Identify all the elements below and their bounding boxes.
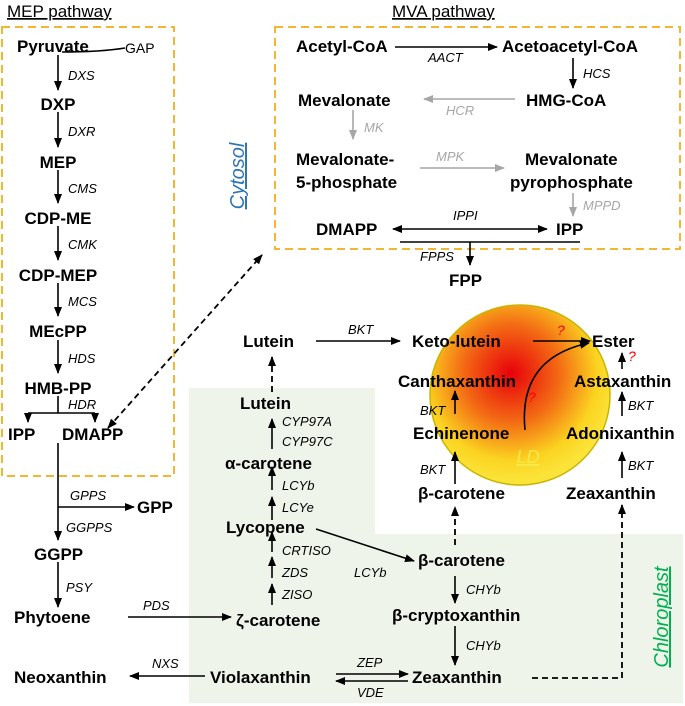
enzyme-hcs: HCS	[583, 66, 611, 81]
enzyme-crtiso: CRTISO	[282, 543, 331, 558]
metabolite-acetoacetyl-coa: Acetoacetyl-CoA	[502, 37, 638, 56]
enzyme-aact: AACT	[427, 50, 464, 65]
enzyme-bkt-echinenone: BKT	[420, 462, 446, 477]
metabolite-mep: MEP	[40, 153, 77, 172]
metabolite-ggpp: GGPP	[34, 545, 83, 564]
metabolite-mevalonate-5-phosphate-line2: 5-phosphate	[296, 173, 397, 192]
metabolite-beta-carotene-ld: β-carotene	[418, 484, 505, 503]
enzyme-hdr: HDR	[68, 397, 96, 412]
enzyme-nxs: NXS	[152, 656, 179, 671]
metabolite-cdp-me: CDP-ME	[24, 209, 91, 228]
metabolite-ester: Ester	[592, 332, 635, 351]
metabolite-neoxanthin: Neoxanthin	[14, 668, 107, 687]
enzyme-bkt-canthaxanthin: BKT	[420, 403, 446, 418]
metabolite-zeaxanthin: Zeaxanthin	[412, 668, 502, 687]
metabolite-mevalonate: Mevalonate	[298, 91, 391, 110]
enzyme-cms: CMS	[68, 181, 97, 196]
enzyme-chyb-1: CHYb	[466, 582, 501, 597]
question-mark-keto-lutein-ester: ?	[557, 322, 565, 338]
enzyme-dxr: DXR	[68, 124, 95, 139]
enzyme-cmk: CMK	[68, 237, 98, 252]
metabolite-violaxanthin: Violaxanthin	[210, 668, 311, 687]
enzyme-fpps: FPPS	[420, 249, 454, 264]
enzyme-psy: PSY	[66, 580, 93, 595]
enzyme-ziso: ZISO	[281, 587, 312, 602]
ld-label: LD	[516, 447, 539, 467]
question-mark-echinenone-ester: ?	[528, 389, 536, 405]
metabolite-dmapp-mep: DMAPP	[62, 425, 123, 444]
metabolite-echinenone: Echinenone	[413, 424, 509, 443]
enzyme-bkt-adonixanthin: BKT	[628, 458, 654, 473]
metabolite-lycopene: Lycopene	[226, 518, 305, 537]
mva-header: MVA pathway	[392, 2, 495, 21]
enzyme-lyce: LCYe	[282, 500, 314, 515]
enzyme-cyp97c: CYP97C	[282, 434, 333, 449]
enzyme-cyp97a: CYP97A	[282, 414, 332, 429]
metabolite-mevalonate-pyrophosphate: Mevalonate	[525, 150, 618, 169]
enzyme-vde: VDE	[357, 685, 384, 700]
enzyme-pds: PDS	[143, 598, 170, 613]
enzyme-zds: ZDS	[281, 565, 308, 580]
metabolite-fpp: FPP	[449, 271, 482, 290]
enzyme-mk: MK	[364, 120, 385, 135]
metabolite-hmb-pp: HMB-PP	[24, 379, 91, 398]
enzyme-ippi: IPPI	[453, 208, 478, 223]
cytosol-label: Cytosol	[227, 142, 249, 209]
question-mark-astaxanthin-ester: ?	[628, 348, 636, 364]
metabolite-gpp: GPP	[137, 498, 173, 517]
chloroplast-region	[189, 388, 683, 703]
chloroplast-label: Chloroplast	[651, 565, 673, 668]
metabolite-alpha-carotene: α-carotene	[225, 454, 312, 473]
mep-plastid-box	[1, 26, 175, 477]
mep-header: MEP pathway	[7, 2, 112, 21]
metabolite-dxp: DXP	[41, 95, 76, 114]
enzyme-chyb-2: CHYb	[466, 638, 501, 653]
metabolite-gap: GAP	[125, 40, 155, 56]
metabolite-zeaxanthin-ld: Zeaxanthin	[566, 484, 656, 503]
enzyme-hcr: HCR	[446, 103, 474, 118]
metabolite-canthaxanthin: Canthaxanthin	[398, 372, 516, 391]
metabolite-beta-carotene: β-carotene	[418, 551, 505, 570]
enzyme-mppd: MPPD	[583, 198, 621, 213]
metabolite-lutein-chloroplast: Lutein	[240, 394, 291, 413]
metabolite-pyruvate: Pyruvate	[17, 37, 89, 56]
metabolite-ipp-mva: IPP	[556, 220, 583, 239]
metabolite-adonixanthin: Adonixanthin	[566, 424, 675, 443]
metabolite-hmg-coa: HMG-CoA	[526, 91, 606, 110]
metabolite-phytoene: Phytoene	[14, 608, 91, 627]
enzyme-ggpps: GGPPS	[66, 520, 113, 535]
metabolite-cdp-mep: CDP-MEP	[19, 266, 97, 285]
enzyme-zep: ZEP	[356, 655, 383, 670]
enzyme-hds: HDS	[68, 351, 96, 366]
enzyme-dxs: DXS	[68, 68, 95, 83]
enzyme-lycb-alpha: LCYb	[282, 478, 315, 493]
metabolite-zeta-carotene: ζ-carotene	[236, 611, 320, 630]
metabolite-ipp-mep: IPP	[8, 425, 35, 444]
metabolite-mevalonate-5-phosphate: Mevalonate-	[296, 150, 394, 169]
metabolite-lutein: Lutein	[243, 332, 294, 351]
enzyme-bkt-astaxanthin: BKT	[628, 398, 654, 413]
enzyme-mcs: MCS	[68, 294, 97, 309]
metabolite-acetyl-coa: Acetyl-CoA	[296, 37, 388, 56]
cytosol-box	[274, 26, 681, 250]
metabolite-beta-cryptoxanthin: β-cryptoxanthin	[392, 606, 520, 625]
enzyme-mpk: MPK	[436, 149, 466, 164]
metabolite-keto-lutein: Keto-lutein	[412, 332, 501, 351]
metabolite-mecpp: MEcPP	[29, 322, 87, 341]
enzyme-bkt-lutein: BKT	[348, 322, 374, 337]
enzyme-lycb-lycopene: LCYb	[354, 565, 387, 580]
metabolite-dmapp-mva: DMAPP	[316, 220, 377, 239]
metabolite-mevalonate-pyrophosphate-line2: pyrophosphate	[510, 173, 633, 192]
metabolite-astaxanthin: Astaxanthin	[574, 372, 671, 391]
enzyme-gpps: GPPS	[70, 488, 106, 503]
